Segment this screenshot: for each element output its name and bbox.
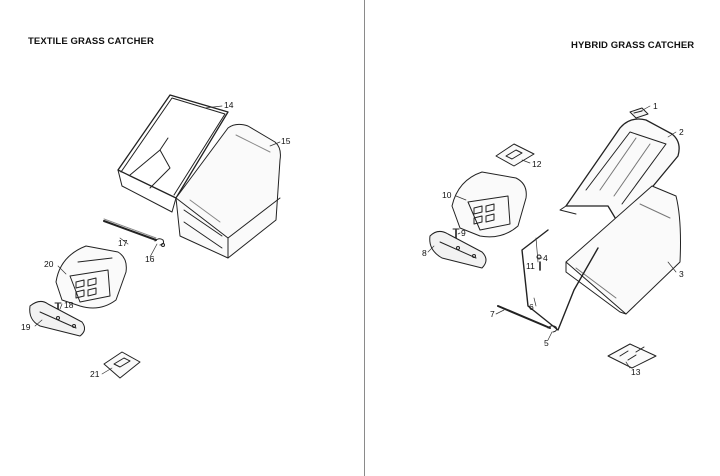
callout-numbers: 14 15 16 17 20 18 19 21 1 2 3 4 5 6 7 8 … xyxy=(21,100,684,379)
callout-7: 7 xyxy=(490,309,495,319)
callout-15: 15 xyxy=(281,136,291,146)
part-12-label xyxy=(495,143,535,167)
callout-11: 11 xyxy=(526,261,535,271)
callout-17: 17 xyxy=(118,238,128,248)
part-17-rod xyxy=(103,218,157,241)
part-14-frame xyxy=(117,94,229,213)
callout-20: 20 xyxy=(44,259,54,269)
callout-2: 2 xyxy=(679,127,684,137)
callout-12: 12 xyxy=(532,159,542,169)
callout-1: 1 xyxy=(653,101,658,111)
callout-21: 21 xyxy=(90,369,100,379)
part-19-handle xyxy=(29,300,86,337)
part-1-clip xyxy=(629,107,649,119)
callout-13: 13 xyxy=(631,367,641,377)
part-6-bent-rod xyxy=(521,229,599,331)
callout-14: 14 xyxy=(224,100,234,110)
part-20-cover xyxy=(55,245,127,309)
part-21-label xyxy=(103,351,141,379)
callout-5: 5 xyxy=(544,338,549,348)
callout-19: 19 xyxy=(21,322,31,332)
section-divider xyxy=(364,0,365,476)
part-16-clip xyxy=(154,238,165,247)
part-15-textile-bag xyxy=(175,123,281,259)
part-2-top-frame xyxy=(559,118,680,231)
part-8-handle xyxy=(429,230,487,269)
callout-18: 18 xyxy=(64,300,74,310)
callout-9: 9 xyxy=(461,228,466,238)
callout-8: 8 xyxy=(422,248,427,258)
textile-grass-catcher-title: TEXTILE GRASS CATCHER xyxy=(28,36,154,47)
part-4-fastener xyxy=(536,254,542,260)
callout-6: 6 xyxy=(529,302,534,312)
part-3-lower-bag xyxy=(565,185,681,315)
part-5-clip xyxy=(547,325,558,333)
hybrid-grass-catcher-title: HYBRID GRASS CATCHER xyxy=(571,40,695,51)
part-7-rod xyxy=(497,305,551,329)
callout-4: 4 xyxy=(543,253,548,263)
leader-lines xyxy=(34,105,677,375)
part-13-label xyxy=(607,343,657,369)
callout-3: 3 xyxy=(679,269,684,279)
part-10-cover xyxy=(451,171,527,238)
callout-16: 16 xyxy=(145,254,155,264)
callout-10: 10 xyxy=(442,190,452,200)
